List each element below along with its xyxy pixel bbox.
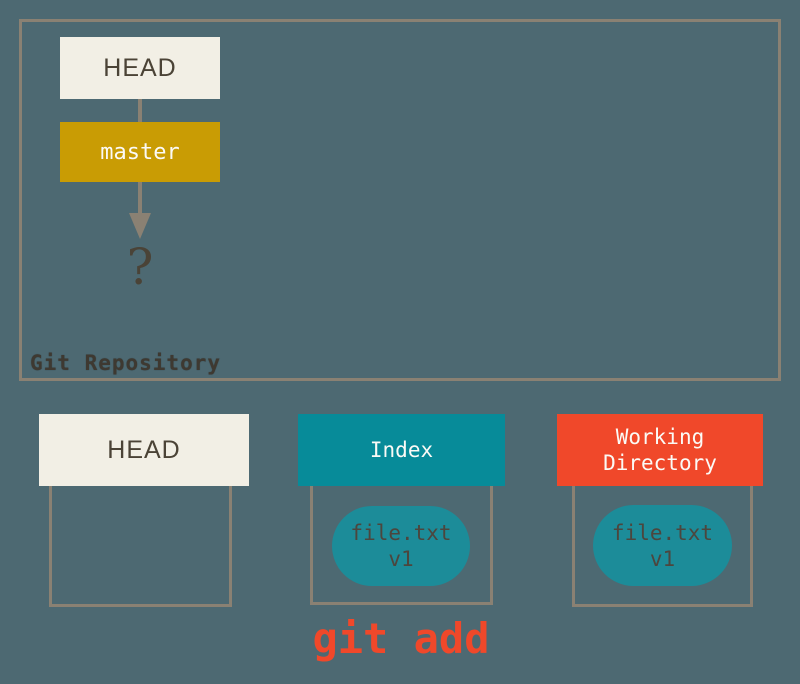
master-arrow-line: [138, 182, 142, 214]
head-ref-box: HEAD: [60, 37, 220, 99]
head-area-box: HEAD: [39, 414, 249, 486]
head-to-master-connector: [138, 99, 142, 123]
working-directory-label: Working Directory: [603, 424, 717, 476]
master-branch-box: master: [60, 122, 220, 182]
git-repository-outline: [19, 19, 781, 381]
git-add-command-label: git add: [312, 614, 490, 663]
index-file-version: v1: [388, 547, 414, 571]
index-area-box: Index: [298, 414, 505, 486]
working-directory-box: Working Directory: [557, 414, 763, 486]
working-directory-file-node: file.txt v1: [593, 505, 732, 586]
working-directory-file-name: file.txt: [611, 520, 714, 545]
head-area-container: [49, 486, 232, 607]
index-file-name: file.txt: [350, 521, 452, 545]
master-branch-label: master: [100, 139, 180, 165]
index-area-container: [310, 486, 493, 605]
working-directory-label-line1: Working: [615, 425, 705, 449]
index-file-node: file.txt v1: [332, 506, 470, 586]
index-area-label: Index: [369, 438, 434, 462]
head-area-label: HEAD: [107, 435, 181, 464]
working-directory-file-version: v1: [649, 546, 676, 571]
head-ref-label: HEAD: [103, 53, 177, 82]
unknown-commit-mark: ?: [126, 238, 154, 296]
working-directory-container: [572, 486, 753, 607]
master-arrow-head-icon: [129, 213, 151, 239]
working-directory-label-line2: Directory: [603, 451, 717, 475]
git-repository-label: Git Repository: [30, 351, 222, 375]
